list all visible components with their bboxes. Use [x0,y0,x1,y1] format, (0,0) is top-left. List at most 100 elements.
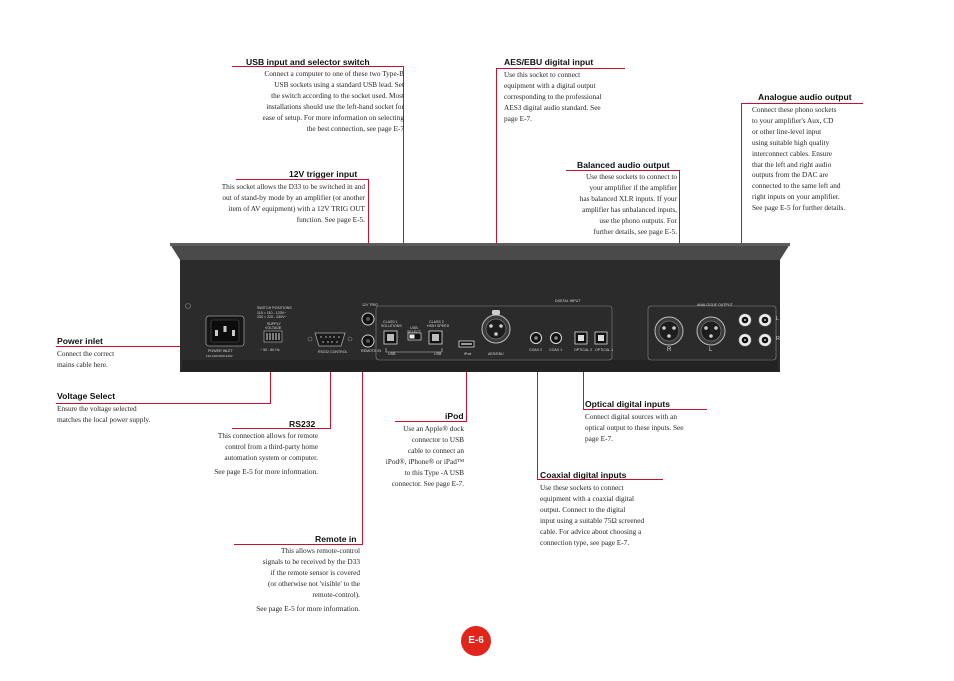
panel-label-optical-1: OPTICAL 1 [595,348,614,352]
optical-line: Connect digital sources with an [585,412,678,421]
aes-line: Use this socket to connect [504,70,581,79]
coaxial-line: Use these sockets to connect [540,483,624,492]
power-heading: Power inlet [57,336,103,346]
rs232-heading: RS232 [289,419,316,429]
optical-line: page E-7. [585,433,613,443]
trigger-body: This socket allows the D33 to be switche… [160,182,365,226]
panel-label-power-inlet-sub: 110-120V/220-240V [206,354,233,358]
analogue-body: Connect these phono sockets to your ampl… [752,105,882,214]
balanced-line: your amplifier if the amplifier [589,182,677,192]
optical-line: optical output to these inputs. See [585,422,684,432]
coaxial-line: connection type, see page E-7. [540,537,630,547]
trigger-line: out of stand-by mode by an amplifier (or… [222,192,365,202]
power-line: mains cable here. [57,359,108,369]
rs232-line: This connection allows for remote [217,431,318,440]
optical-heading: Optical digital inputs [585,399,670,409]
aes-line: page E-7. [504,113,532,123]
balanced-heading: Balanced audio output [577,160,670,170]
panel-label-digital-input: DIGITAL INPUT [555,299,581,303]
panel-label-class2-sub: HIGH SPEED [427,324,450,328]
usb-line: the switch according to the socket used.… [271,90,404,100]
panel-label-r-small: R [776,336,780,342]
ipod-heading: iPod [445,411,464,421]
usb-line: Connect a computer to one of these two T… [264,69,404,78]
remote-body: This allows remote-control signals to be… [210,546,360,614]
remote-line: remote-control). [312,589,360,599]
panel-label-analogue-output: ANALOGUE OUTPUT [697,303,733,307]
analogue-heading: Analogue audio output [758,92,852,102]
panel-label-voltage-sub: VOLTAGE [265,326,282,330]
panel-label-class1-sub: SOLUTIONS [381,324,402,328]
panel-label-remote: REMOTE IN [361,349,381,353]
rs232-line: control from a third-party home [225,441,318,451]
analogue-line: to your amplifier's Aux, CD [752,115,834,125]
panel-label-usb-1: USB [388,352,396,356]
rs232-line: See page E-5 for more information. [214,466,318,476]
panel-label-optical-2: OPTICAL 2 [574,348,593,352]
optical-body: Connect digital sources with an optical … [585,412,735,445]
panel-label-trig: 12V TRIG [362,303,378,307]
panel-label-class1: CLASS 1 [383,320,398,324]
coaxial-line: cable. For advice about choosing a [540,526,642,536]
voltage-line: Ensure the voltage selected [57,404,137,413]
remote-heading: Remote in [315,534,357,544]
ipod-line: connector. See page E-7. [391,478,464,488]
panel-label-switch-pos-1: 115 = 110 - 120V~ [257,311,287,315]
panel-label-class2: CLASS 2 [429,320,444,324]
balanced-line: further details, see page E-5. [593,226,677,236]
balanced-line: has balanced XLR inputs. If your [579,193,677,203]
panel-label-r: R [667,347,672,353]
coaxial-line: output. Connect to the digital [540,504,626,514]
aes-body: Use this socket to connect equipment wit… [504,70,654,125]
panel-label-power-inlet: POWER INLET [208,349,233,353]
panel-label-aes: AES/EBU [488,352,504,356]
panel-label-rs232: RS232 CONTROL [318,350,348,354]
balanced-line: use the phono outputs. For [599,215,677,225]
aes-line: equipment with a digital output [504,80,596,90]
balanced-line: Use these sockets to connect to [586,172,677,181]
panel-label-voltage: SUPPLY [267,322,281,326]
remote-line: if the remote sensor is covered [270,567,360,577]
remote-line: signals to be received by the D33 [262,556,360,566]
voltage-heading: Voltage Select [57,391,116,401]
coaxial-line: input using a suitable 75Ω screened [540,515,645,525]
trigger-line: function. See page E-5. [296,214,365,224]
panel-label-switch-positions: SWITCH POSITIONS [257,306,292,310]
analogue-line: or other line-level input [752,126,822,136]
usb-line: USB sockets using a standard USB lead. S… [274,79,404,89]
page-number-badge: E-6 [461,626,491,656]
panel-label-usb-2: USB [434,352,442,356]
panel-label-freq: ~ 50 - 60 Hz [260,348,280,352]
ipod-line: iPod®, iPhone® or iPad™ [385,456,464,466]
panel-label-coax-1: COAX 1 [549,348,563,352]
panel-label-switch-pos-2: 230 = 220 - 240V~ [257,315,287,319]
usb-line: installations should use the left-hand s… [266,101,404,111]
aes-line: AES3 digital audio standard. See [504,102,601,112]
usb-body: Connect a computer to one of these two T… [190,69,404,134]
ipod-body: Use an Apple® dock connector to USB cabl… [360,424,464,489]
analogue-line: Connect these phono sockets [752,105,837,114]
analogue-line: connected to the same left and [752,181,841,191]
panel-label-l-small: L [776,316,780,322]
coaxial-heading: Coaxial digital inputs [540,470,627,480]
trigger-heading: 12V trigger input [289,169,358,179]
analogue-line: interconnect cables. Ensure [752,148,833,158]
chassis-illustration [170,243,790,372]
remote-line: See page E-5 for more information. [256,603,360,613]
ipod-line: connector to USB [411,434,464,444]
panel-label-coax-2: COAX 2 [529,348,543,352]
usb-heading: USB input and selector switch [246,57,370,67]
coaxial-body: Use these sockets to connect equipment w… [540,483,700,548]
power-line: Connect the correct [57,349,115,358]
analogue-line: that the left and right audio [752,159,832,169]
remote-line: This allows remote-control [280,546,360,555]
remote-line: (or otherwise not 'visible' to the [268,578,360,588]
analogue-line: See page E-5 for further details. [752,203,846,213]
panel-label-usb-select: USB SELECT [407,326,421,334]
rs232-line: automation system or computer. [224,452,318,462]
analogue-line: outputs from the DAC are [752,170,829,180]
usb-line: the best connection, see page E-7 [306,123,404,133]
ipod-line: Use an Apple® dock [403,424,464,433]
ipod-line: cable to connect an [407,445,464,455]
trigger-line: item of AV equipment) with a 12V TRIG OU… [228,203,365,213]
